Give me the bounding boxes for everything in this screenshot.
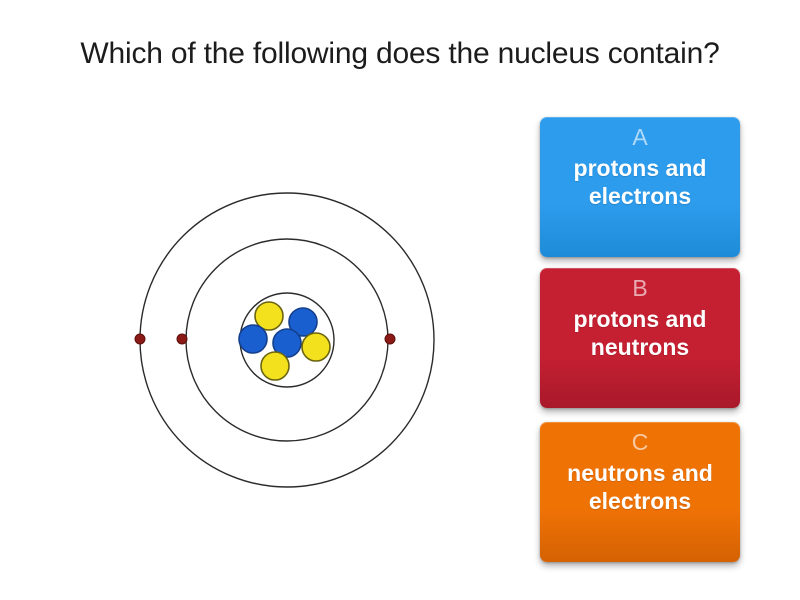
electron-outer-left-dot [134, 333, 146, 345]
answer-text-b: protons and neutrons [573, 305, 707, 361]
answer-letter-c: C [631, 429, 649, 455]
nucleus-particle-neutron-center [272, 328, 302, 358]
electron-middle-right-dot [384, 333, 396, 345]
answer-options-list: A protons and electrons B protons and ne… [540, 117, 740, 562]
nucleus-particle-neutron-middle-left [238, 324, 268, 354]
question-text: Which of the following does the nucleus … [80, 37, 720, 70]
nucleus-particle-proton-bottom [260, 351, 290, 381]
nucleus-particle-neutron-top-right [288, 307, 318, 337]
answer-option-a[interactable]: A protons and electrons [540, 117, 740, 257]
answer-letter-a: A [632, 124, 648, 150]
answer-text-a: protons and electrons [573, 154, 707, 210]
atom-diagram [110, 175, 460, 505]
answer-option-c[interactable]: C neutrons and electrons [540, 422, 740, 562]
answer-letter-b: B [632, 275, 648, 301]
answer-text-c: neutrons and electrons [567, 459, 713, 515]
answer-option-b[interactable]: B protons and neutrons [540, 268, 740, 408]
question-bar: Which of the following does the nucleus … [0, 28, 800, 80]
nucleus-particle-proton-middle-right [301, 332, 331, 362]
electron-middle-left-dot [176, 333, 188, 345]
nucleus-particle-proton-top-left [254, 301, 284, 331]
bohr-atom-illustration [134, 192, 435, 488]
